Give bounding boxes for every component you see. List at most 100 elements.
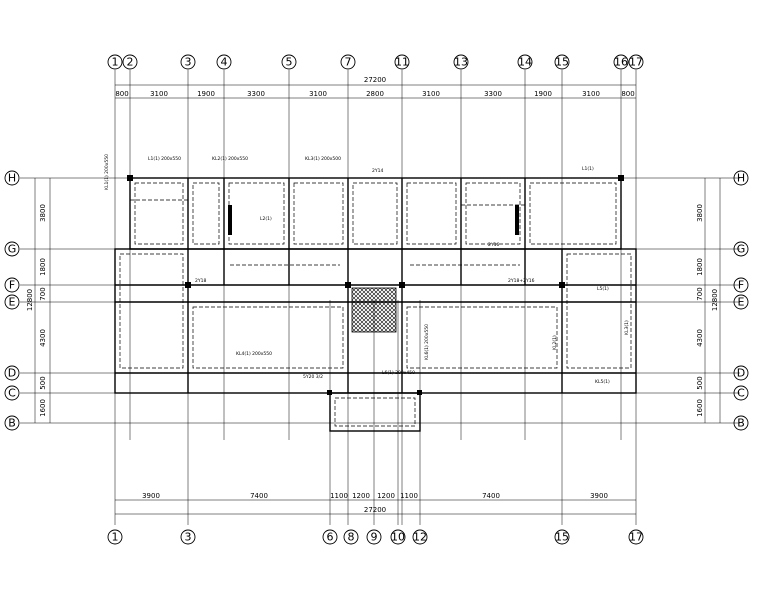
dim-top-6: 3100 bbox=[422, 90, 440, 98]
axis-top-3: 3 bbox=[185, 56, 192, 69]
dim-right-5: 1600 bbox=[696, 399, 704, 417]
axis-bottom-12: 12 bbox=[413, 531, 427, 544]
dim-right-1: 1800 bbox=[696, 258, 704, 276]
note-a12: 5Y20 3/2 bbox=[303, 374, 323, 380]
dim-bottom-5: 1100 bbox=[400, 492, 418, 500]
axis-top-13: 13 bbox=[454, 56, 468, 69]
row-left-G: G bbox=[8, 243, 17, 256]
bottom-axis-labels: 1 3 6 8 9 10 12 15 17 bbox=[107, 529, 644, 545]
dim-top-9: 3100 bbox=[582, 90, 600, 98]
dim-left-2: 700 bbox=[39, 287, 47, 300]
axis-top-4: 4 bbox=[221, 56, 228, 69]
dim-top-8: 1900 bbox=[534, 90, 552, 98]
note-a15: KL6(1) 200x550 bbox=[424, 324, 430, 360]
dim-left-4: 500 bbox=[39, 376, 47, 389]
dim-right-2: 700 bbox=[696, 287, 704, 300]
axis-bottom-6: 6 bbox=[327, 531, 334, 544]
row-left-D: D bbox=[8, 367, 16, 380]
row-right-E: E bbox=[738, 296, 745, 309]
axis-bottom-1: 1 bbox=[112, 531, 119, 544]
axis-top-5: 5 bbox=[286, 56, 293, 69]
dim-bottom-4: 1200 bbox=[377, 492, 395, 500]
note-a10: L5(1) bbox=[597, 286, 609, 292]
note-a6: 2Y14 bbox=[372, 168, 383, 174]
dim-bottom-6: 7400 bbox=[482, 492, 500, 500]
note-a9: KL4(1) 200x550 bbox=[236, 351, 272, 357]
axis-bottom-15: 15 bbox=[555, 531, 569, 544]
dim-left-3: 4300 bbox=[39, 329, 47, 347]
dim-bottom-0: 3900 bbox=[142, 492, 160, 500]
dim-top-4: 3100 bbox=[309, 90, 327, 98]
axis-top-11: 11 bbox=[395, 56, 409, 69]
note-a18: KL3(1) bbox=[624, 320, 630, 335]
row-right-G: G bbox=[737, 243, 746, 256]
dim-right-4: 500 bbox=[696, 376, 704, 389]
dim-bottom-2: 1100 bbox=[330, 492, 348, 500]
row-left-B: B bbox=[8, 417, 16, 430]
bottom-dimensions: 3900 7400 1100 1200 1200 1100 7400 3900 … bbox=[115, 492, 636, 515]
left-row-labels: H G F E D C B bbox=[4, 170, 20, 431]
right-row-labels: H G F E D C B bbox=[733, 170, 749, 431]
note-a16: 2Y18+2Y16 bbox=[508, 278, 535, 284]
dim-top-10: 800 bbox=[621, 90, 634, 98]
right-dimensions: 3800 1800 700 4300 500 1600 12800 bbox=[696, 178, 721, 423]
row-right-F: F bbox=[738, 279, 744, 292]
axis-top-7: 7 bbox=[345, 56, 352, 69]
note-a11: KL2(1) bbox=[552, 335, 558, 350]
dim-left-total: 12800 bbox=[26, 289, 34, 311]
note-a8: 2Y18 bbox=[195, 278, 206, 284]
dim-top-0: 800 bbox=[115, 90, 128, 98]
note-a17: L2(1) bbox=[260, 216, 272, 222]
row-left-E: E bbox=[9, 296, 16, 309]
left-dimensions: 3800 1800 700 4300 500 1600 12800 bbox=[26, 178, 51, 423]
dim-top-2: 1900 bbox=[197, 90, 215, 98]
axis-top-15: 15 bbox=[555, 56, 569, 69]
dim-bottom-7: 3900 bbox=[590, 492, 608, 500]
row-right-C: C bbox=[737, 387, 745, 400]
dim-top-1: 3100 bbox=[150, 90, 168, 98]
note-a13: KL5(1) bbox=[595, 379, 610, 385]
dim-left-5: 1600 bbox=[39, 399, 47, 417]
row-right-B: B bbox=[737, 417, 745, 430]
note-a2: L1(1) 200x550 bbox=[148, 156, 181, 162]
axis-top-1: 1 bbox=[112, 56, 119, 69]
dim-right-total: 12800 bbox=[711, 289, 719, 311]
note-a3: KL2(1) 200x550 bbox=[212, 156, 248, 162]
axis-top-16: 16 bbox=[614, 56, 628, 69]
axis-bottom-3: 3 bbox=[185, 531, 192, 544]
dim-left-1: 1800 bbox=[39, 258, 47, 276]
top-dimensions: 27200 800 3100 1900 3300 3100 2800 3100 … bbox=[115, 76, 636, 99]
row-left-C: C bbox=[8, 387, 16, 400]
note-a14: L6(1) 200x450 bbox=[382, 370, 415, 376]
top-axis-labels: 1 2 3 4 5 7 11 13 14 15 16 17 bbox=[107, 54, 644, 70]
axis-bottom-9: 9 bbox=[371, 531, 378, 544]
beams bbox=[119, 182, 632, 427]
axis-bottom-10: 10 bbox=[391, 531, 405, 544]
dim-right-0: 3800 bbox=[696, 204, 704, 222]
columns bbox=[127, 175, 624, 395]
row-right-H: H bbox=[737, 172, 745, 185]
dim-top-5: 2800 bbox=[366, 90, 384, 98]
axis-top-2: 2 bbox=[127, 56, 134, 69]
axis-bottom-8: 8 bbox=[348, 531, 355, 544]
axis-top-17: 17 bbox=[629, 56, 643, 69]
dim-top-3: 3300 bbox=[247, 90, 265, 98]
axis-bottom-17: 17 bbox=[629, 531, 643, 544]
dim-left-0: 3800 bbox=[39, 204, 47, 222]
dim-bottom-1: 7400 bbox=[250, 492, 268, 500]
dim-top-total: 27200 bbox=[364, 76, 386, 84]
beam-annotations: KL1(1) 200x550 L1(1) 200x550 KL2(1) 200x… bbox=[104, 154, 630, 385]
dim-bottom-3: 1200 bbox=[352, 492, 370, 500]
dim-top-7: 3300 bbox=[484, 90, 502, 98]
note-a7: 2Y16 bbox=[488, 242, 499, 248]
note-a1: KL1(1) 200x550 bbox=[104, 154, 110, 190]
dim-right-3: 4300 bbox=[696, 329, 704, 347]
note-a4: KL3(1) 200x500 bbox=[305, 156, 341, 162]
row-right-D: D bbox=[737, 367, 745, 380]
dim-bottom-total: 27200 bbox=[364, 506, 386, 514]
row-left-F: F bbox=[9, 279, 15, 292]
core-hatch bbox=[351, 287, 397, 333]
row-left-H: H bbox=[8, 172, 16, 185]
axis-top-14: 14 bbox=[518, 56, 532, 69]
